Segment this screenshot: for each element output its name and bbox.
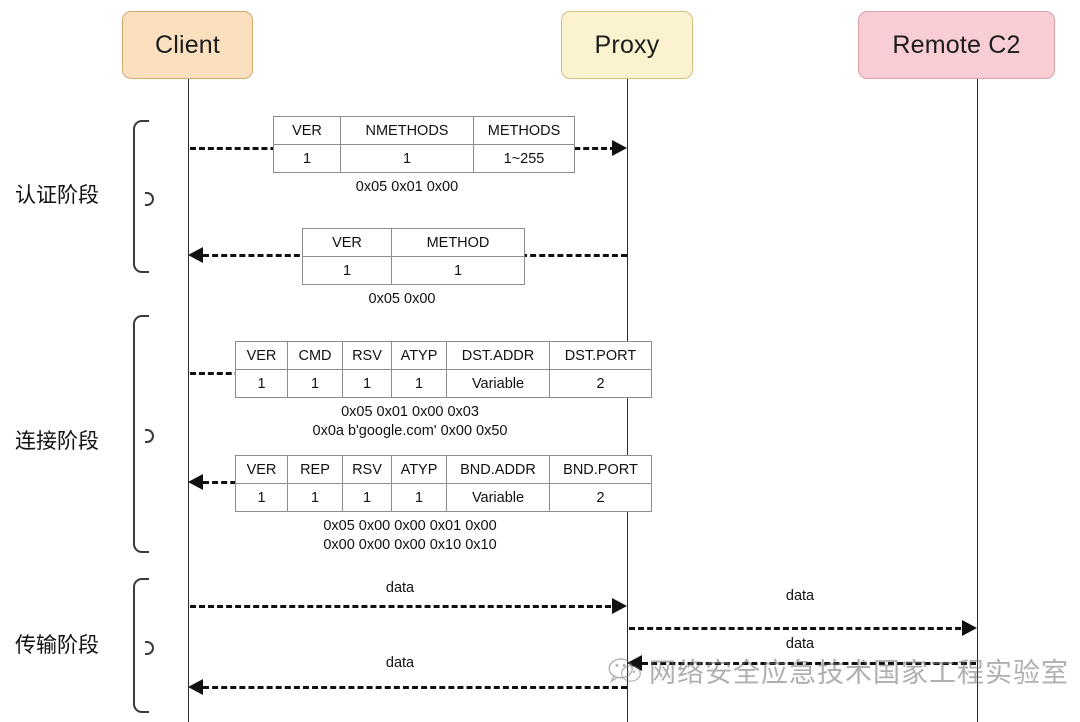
- packet-value-cell: 1~255: [473, 144, 575, 173]
- packet-caption-connect-reply: 0x05 0x00 0x00 0x01 0x00 0x00 0x00 0x00 …: [323, 518, 497, 553]
- packet-header-cell: REP: [287, 455, 343, 484]
- packet-header-cell: VER: [302, 228, 392, 257]
- packet-header-cell: RSV: [342, 341, 392, 370]
- packet-value-cell: 1: [391, 256, 525, 285]
- packet-value-cell: 2: [549, 369, 652, 398]
- packet-header-cell: VER: [235, 341, 288, 370]
- data-label-client-to-proxy: data: [385, 580, 415, 596]
- actor-remote-c2-label: Remote C2: [892, 30, 1021, 59]
- packet-value-cell: 1: [235, 369, 288, 398]
- watermark: 网络安全应急技术国家工程实验室: [608, 651, 1069, 690]
- packet-table-auth-request: VER NMETHODS METHODS 1 1 1~255: [273, 116, 575, 173]
- arrow-head-data-proxy-to-remote: [962, 620, 977, 636]
- packet-value-cell: 1: [287, 369, 343, 398]
- packet-header-cell: ATYP: [391, 455, 447, 484]
- packet-header-cell: CMD: [287, 341, 343, 370]
- packet-value-cell: 2: [549, 483, 652, 512]
- actor-proxy[interactable]: Proxy: [561, 11, 693, 79]
- packet-header-cell: BND.ADDR: [446, 455, 550, 484]
- arrow-head-auth-request: [612, 140, 627, 156]
- phase-label-auth: 认证阶段: [15, 184, 99, 207]
- phase-label-transfer: 传输阶段: [15, 634, 99, 657]
- lifeline-client: [188, 79, 189, 722]
- packet-value-cell: 1: [302, 256, 392, 285]
- arrow-head-data-client-to-proxy: [612, 598, 627, 614]
- packet-table-connect-reply: VER REP RSV ATYP BND.ADDR BND.PORT 1 1 1…: [235, 455, 652, 512]
- data-label-remote-to-proxy: data: [785, 636, 815, 652]
- arrow-data-proxy-to-remote: [629, 627, 961, 630]
- data-label-proxy-to-remote: data: [785, 588, 815, 604]
- watermark-text: 网络安全应急技术国家工程实验室: [649, 658, 1069, 689]
- packet-caption-auth-reply: 0x05 0x00: [368, 291, 436, 307]
- packet-header-cell: BND.PORT: [549, 455, 652, 484]
- phase-label-connect: 连接阶段: [15, 430, 99, 453]
- arrow-data-proxy-to-client: [203, 686, 627, 689]
- packet-value-cell: 1: [340, 144, 474, 173]
- packet-header-cell: VER: [273, 116, 341, 145]
- packet-header-cell: NMETHODS: [340, 116, 474, 145]
- arrow-data-remote-to-proxy: [642, 662, 976, 665]
- packet-value-cell: Variable: [446, 483, 550, 512]
- packet-header-cell: RSV: [342, 455, 392, 484]
- packet-value-cell: Variable: [446, 369, 550, 398]
- arrow-head-auth-reply: [188, 247, 203, 263]
- packet-header-cell: DST.PORT: [549, 341, 652, 370]
- packet-header-cell: METHODS: [473, 116, 575, 145]
- packet-table-auth-reply: VER METHOD 1 1: [302, 228, 525, 285]
- packet-value-cell: 1: [391, 369, 447, 398]
- phase-brace-auth: [133, 120, 149, 273]
- arrow-head-data-remote-to-proxy: [627, 655, 642, 671]
- actor-proxy-label: Proxy: [594, 30, 660, 59]
- actor-remote-c2[interactable]: Remote C2: [858, 11, 1055, 79]
- packet-value-cell: 1: [235, 483, 288, 512]
- packet-value-cell: 1: [342, 483, 392, 512]
- packet-caption-connect-request: 0x05 0x01 0x00 0x03 0x0a b'google.com' 0…: [312, 404, 508, 439]
- phase-brace-transfer: [133, 578, 149, 713]
- packet-value-cell: 1: [391, 483, 447, 512]
- packet-caption-auth-request: 0x05 0x01 0x00: [355, 179, 459, 195]
- lifeline-proxy: [627, 79, 628, 722]
- lifeline-remote-c2: [977, 79, 978, 722]
- packet-header-cell: ATYP: [391, 341, 447, 370]
- actor-client-label: Client: [154, 30, 221, 59]
- packet-table-connect-request: VER CMD RSV ATYP DST.ADDR DST.PORT 1 1 1…: [235, 341, 652, 398]
- packet-value-cell: 1: [342, 369, 392, 398]
- packet-value-cell: 1: [273, 144, 341, 173]
- packet-header-cell: DST.ADDR: [446, 341, 550, 370]
- packet-value-cell: 1: [287, 483, 343, 512]
- data-label-proxy-to-client: data: [385, 655, 415, 671]
- packet-header-cell: METHOD: [391, 228, 525, 257]
- actor-client[interactable]: Client: [122, 11, 253, 79]
- phase-brace-connect: [133, 315, 149, 553]
- packet-header-cell: VER: [235, 455, 288, 484]
- arrow-data-client-to-proxy: [190, 605, 611, 608]
- arrow-head-connect-reply: [188, 474, 203, 490]
- arrow-head-data-proxy-to-client: [188, 679, 203, 695]
